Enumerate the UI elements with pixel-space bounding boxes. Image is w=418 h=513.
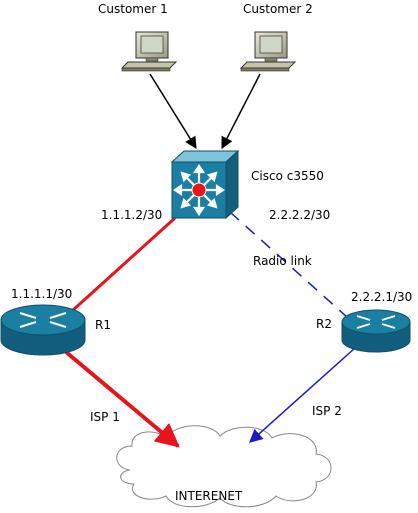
customer1-label: Customer 1: [98, 2, 168, 16]
r2-router-icon[interactable]: [341, 309, 411, 353]
switch-r1-ip-label: 1.1.1.2/30: [101, 208, 162, 222]
customer1-pc-icon[interactable]: [120, 31, 178, 72]
isp1-label: ISP 1: [90, 410, 120, 424]
switch-icon[interactable]: [170, 149, 240, 220]
switch-r2-ip-label: 2.2.2.2/30: [269, 208, 330, 222]
switch-label: Cisco c3550: [251, 169, 324, 183]
customer2-label: Customer 2: [243, 2, 313, 16]
isp2-label: ISP 2: [312, 404, 342, 418]
r1-label: R1: [95, 318, 111, 332]
r1-ip-label: 1.1.1.1/30: [11, 287, 72, 301]
radio-link-label: Radio link: [253, 254, 312, 268]
cloud-label: INTERENET: [175, 489, 243, 503]
link-customer1-switch: [149, 73, 197, 150]
r1-router-icon[interactable]: [0, 304, 86, 356]
link-r2-internet: [248, 347, 356, 443]
r2-ip-label: 2.2.2.1/30: [351, 290, 412, 304]
r2-label: R2: [316, 317, 332, 331]
link-r1-internet: [64, 350, 180, 448]
link-customer2-switch: [221, 73, 261, 150]
link-switch-r1: [60, 216, 177, 322]
customer2-pc-icon[interactable]: [239, 31, 297, 72]
link-switch-r2: [229, 211, 349, 319]
